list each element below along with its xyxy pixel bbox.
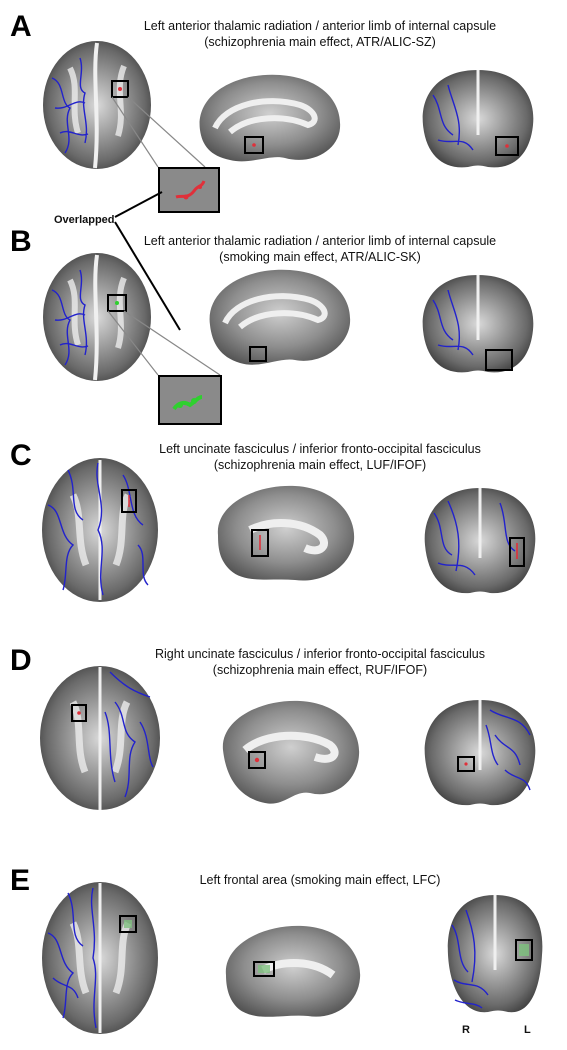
axial-slice (40, 666, 160, 810)
caption-line-1: Left frontal area (smoking main effect, … (199, 873, 441, 887)
tract-path (51, 57, 89, 154)
caption-line-1: Left anterior thalamic radiation / anter… (143, 234, 497, 248)
coronal-slice (422, 275, 534, 373)
sagittal-slice (217, 485, 355, 581)
panel-label: B (10, 225, 32, 258)
panel-caption: Left anterior thalamic radiation / anter… (100, 233, 540, 265)
caption-line-2: (schizophrenia main effect, LUF/IFOF) (213, 458, 427, 472)
panel-label: E (10, 864, 31, 897)
tract-path (51, 269, 89, 366)
panel-label: A (10, 10, 32, 43)
panel-a: A Left anterior thalamic radiation / ant… (0, 0, 567, 215)
panel-c: C Left uncinate fasciculus / inferior fr… (0, 435, 567, 605)
zoom-connector-lines (111, 96, 206, 168)
zoom-connector-lines (107, 310, 221, 376)
sagittal-slice (225, 925, 361, 1017)
axial-slice (42, 882, 158, 1034)
zoom-inset (158, 375, 222, 425)
panel-label: D (10, 644, 32, 677)
panel-label: C (10, 439, 32, 472)
panel-caption: Left uncinate fasciculus / inferior fron… (100, 441, 540, 473)
coronal-slice (422, 70, 534, 168)
panel-caption: Left frontal area (smoking main effect, … (100, 872, 540, 888)
coronal-slice (424, 700, 536, 806)
caption-line-2: (smoking main effect, ATR/ALIC-SK) (219, 250, 421, 264)
panel-e: E Left frontal area (smoking main effect… (0, 860, 567, 1050)
coronal-slice (447, 895, 543, 1013)
zoom-inset (158, 167, 220, 213)
tract-path (47, 462, 149, 596)
coronal-slice (424, 488, 536, 594)
panel-caption: Left anterior thalamic radiation / anter… (100, 18, 540, 50)
panel-d: D Right uncinate fasciculus / inferior f… (0, 640, 567, 820)
caption-line-2: (schizophrenia main effect, RUF/IFOF) (212, 663, 428, 677)
caption-line-2: (schizophrenia main effect, ATR/ALIC-SZ) (204, 35, 436, 49)
sagittal-slice (209, 269, 351, 365)
axial-slice (43, 253, 151, 381)
axial-slice (42, 458, 158, 602)
orientation-left-label: L (524, 1024, 531, 1036)
caption-line-1: Left uncinate fasciculus / inferior fron… (159, 442, 481, 456)
tract-path (47, 887, 97, 1029)
axial-slice (43, 41, 151, 169)
tract-path (104, 671, 154, 798)
overlap-label: Overlapped (54, 214, 115, 226)
sagittal-slice (222, 700, 360, 804)
caption-line-1: Right uncinate fasciculus / inferior fro… (154, 647, 485, 661)
overlap-arrows (114, 191, 181, 331)
caption-line-1: Left anterior thalamic radiation / anter… (143, 19, 497, 33)
panel-b: B Left anterior thalamic radiation / ant… (0, 225, 567, 430)
sagittal-slice (199, 74, 341, 162)
orientation-right-label: R (462, 1024, 470, 1036)
panel-caption: Right uncinate fasciculus / inferior fro… (100, 646, 540, 678)
